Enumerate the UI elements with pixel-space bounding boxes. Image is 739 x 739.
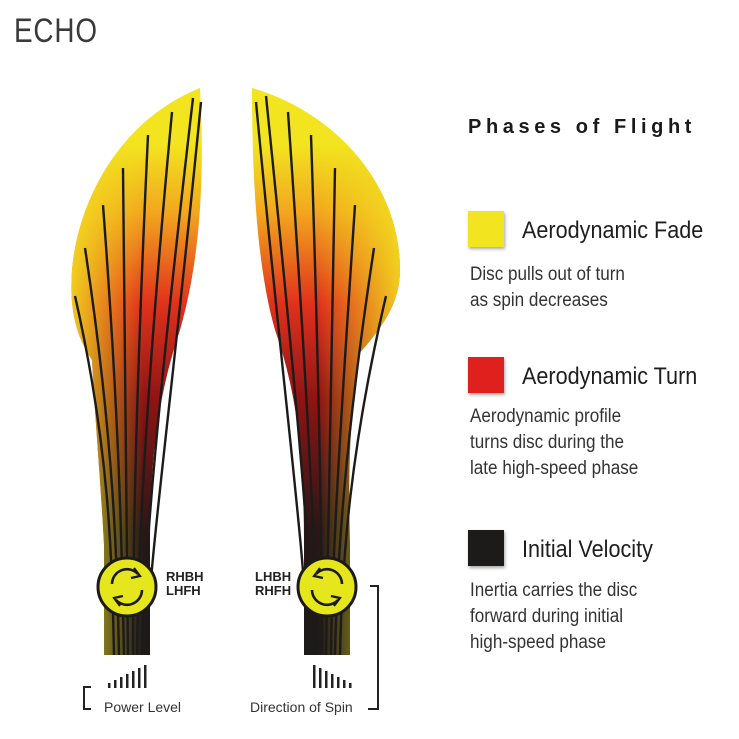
left-spin-code-2: LHFH	[166, 583, 201, 598]
left-flight-shape	[71, 88, 203, 656]
legend-description-turn: Aerodynamic profile turns disc during th…	[470, 406, 639, 479]
left-spin-codes: RHBH LHFH	[166, 570, 204, 598]
legend-description-fade: Disc pulls out of turn as spin decreases	[470, 264, 625, 311]
legend-label-fade: Aerodynamic Fade	[522, 217, 704, 244]
rotation-arrows-icon	[310, 567, 344, 607]
rotation-arrows-icon	[110, 567, 144, 607]
right-spin-code-2: RHFH	[255, 583, 292, 598]
diagram-title: Phases of Flight	[468, 116, 697, 138]
legend-label-turn: Aerodynamic Turn	[522, 363, 698, 390]
legend-description-velocity: Inertia carries the disc forward during …	[470, 580, 638, 653]
legend-swatch-fade	[468, 211, 504, 247]
direction-of-spin-label: Direction of Spin	[250, 699, 353, 715]
left-spin-code-1: RHBH	[166, 569, 204, 584]
brand-logo: ECHO	[14, 12, 98, 50]
right-spin-codes: LHBH RHFH	[255, 570, 291, 598]
legend-swatch-velocity	[468, 530, 504, 566]
right-spin-code-1: LHBH	[255, 569, 292, 584]
direction-of-spin-icon	[313, 585, 379, 710]
power-level-label: Power Level	[104, 699, 182, 715]
power-level-icon	[83, 665, 147, 710]
right-flight-fade-overlay	[252, 88, 400, 655]
left-spin-disc	[96, 556, 158, 618]
right-spin-disc	[296, 556, 358, 618]
legend-swatch-turn	[468, 357, 504, 393]
legend-label-velocity: Initial Velocity	[522, 536, 653, 563]
